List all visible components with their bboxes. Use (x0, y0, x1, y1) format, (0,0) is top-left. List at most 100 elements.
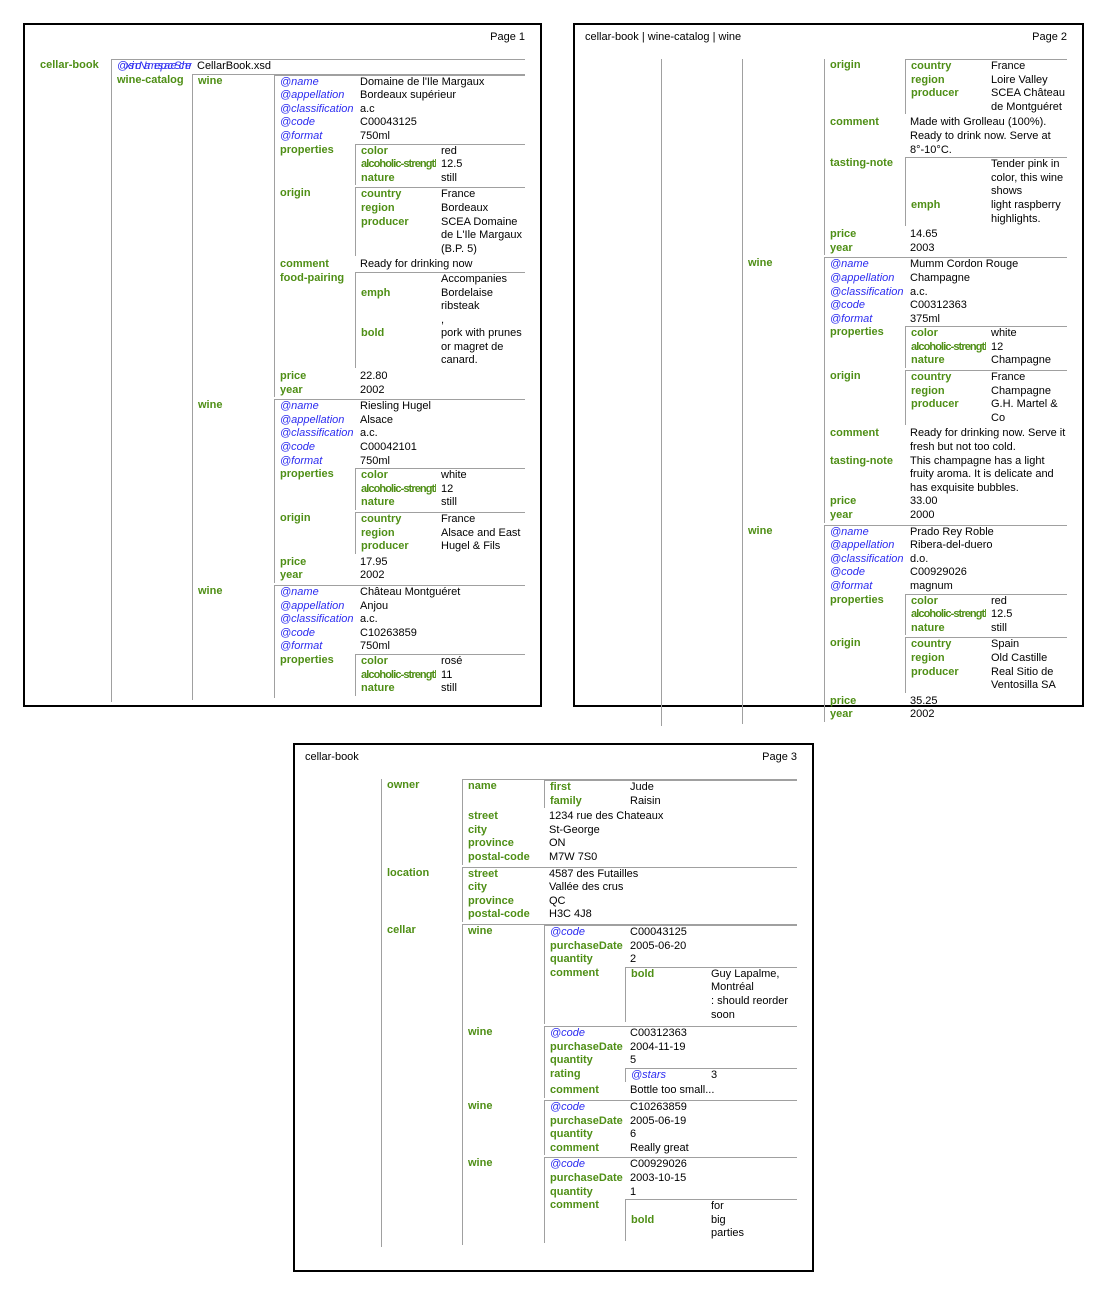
attribute-name: @stars (631, 1068, 667, 1081)
element-row: Tender pink in color, this wine shows (906, 158, 1067, 199)
node-value: Tender pink in color, this wine shows (991, 158, 1064, 198)
node-value: 2 (630, 953, 637, 966)
element-name: wine (468, 1100, 493, 1113)
element-name: city (468, 823, 487, 836)
node-value: Guy Lapalme, Montréal (711, 967, 780, 994)
node-value: 4587 des Futailles (549, 867, 639, 880)
element-name: bold (631, 1213, 655, 1226)
element-name: alcoholic-strength (361, 668, 436, 681)
element-name (626, 995, 706, 1022)
node-value: 750ml (360, 454, 390, 467)
node-value: red (441, 144, 457, 157)
element-name: city (468, 881, 487, 894)
node-value: C10263859 (630, 1101, 687, 1114)
node-value: 11 (441, 668, 453, 681)
tree-level: cellar-book@xsi:noNamespaceSchemaLocatio… (35, 59, 525, 704)
element-name: comment (280, 258, 329, 271)
element-name (356, 273, 436, 287)
page-header: cellar-book | wine-catalog | wine Page 2 (585, 25, 1067, 59)
node-value: 12 (991, 340, 1004, 353)
tree-level: @xsi:noNamespaceSchemaLocationCellarBook… (112, 60, 525, 702)
attribute-name: @code (550, 1027, 586, 1040)
element-row: , (356, 314, 525, 328)
attribute-name: @appellation (830, 271, 895, 284)
node-value: This champagne has a light fruity aroma.… (910, 454, 1054, 494)
element-name: year (280, 383, 303, 396)
node-value: 2005-06-20 (630, 939, 687, 952)
element-name: postal-code (468, 850, 530, 863)
node-value: C00043125 (360, 116, 417, 129)
node-value: still (441, 496, 457, 509)
element-name: quantity (550, 1185, 593, 1198)
element-name: producer (361, 540, 409, 553)
node-value: C10263859 (360, 626, 417, 639)
element-children: @stars 3 (625, 1067, 797, 1085)
element-children: @xsi:noNamespaceSchemaLocationCellarBook… (111, 59, 525, 704)
node-value: SCEA Domaine de L'Ile Margaux (B.P. 5) (441, 215, 522, 255)
node-value: St-George (549, 823, 600, 836)
page-number: Page 2 (1032, 31, 1067, 43)
element-name: properties (280, 653, 334, 666)
node-value: France (991, 60, 1026, 72)
element-name: region (911, 73, 945, 86)
page-number: Page 3 (762, 751, 797, 763)
element-name: year (830, 241, 853, 254)
node-value: CellarBook.xsd (197, 60, 271, 72)
attribute-name: @format (830, 579, 873, 592)
element-name: producer (911, 398, 959, 411)
node-value: France (441, 513, 476, 525)
node-value: big (711, 1213, 726, 1226)
attribute-name: @format (830, 312, 873, 325)
node-value: , (441, 313, 445, 326)
element-name: cellar (387, 923, 416, 936)
node-value: 3 (711, 1068, 718, 1081)
element-name: wine (748, 524, 773, 537)
attribute-name: @classification (830, 285, 904, 298)
